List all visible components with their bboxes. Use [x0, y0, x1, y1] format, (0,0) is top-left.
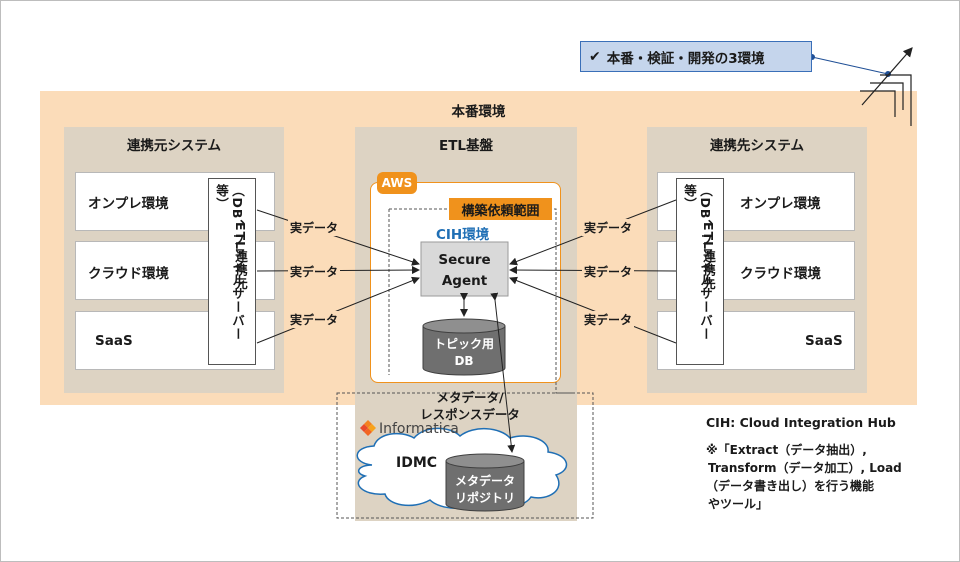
arrow-source-onprem [256, 209, 420, 266]
target-saas-label: SaaS [805, 333, 843, 349]
cih-environment-label: CIH環境 [436, 227, 490, 243]
target-etl-label: ETL連携先 [701, 222, 716, 291]
metadata-label-line1: メタデータ/ [436, 389, 504, 405]
environment-stack-corners [860, 47, 913, 126]
target-system-title: 連携先システム [709, 138, 805, 154]
metadata-repository-cylinder [445, 453, 525, 512]
note-etl-line4: やツール」 [708, 497, 769, 511]
check-icon: ✔ [589, 48, 601, 65]
build-scope-label: 構築依頼範囲 [449, 198, 552, 220]
data-label-target-3: 実データ [582, 311, 635, 328]
secure-agent-label-line2: Agent [441, 273, 488, 289]
arrow-source-saas [256, 276, 420, 344]
target-etl-box [676, 178, 724, 365]
source-cloud-label: クラウド環境 [88, 266, 169, 282]
aws-badge: AWS [377, 172, 417, 194]
note-etl-line1: ※「Extract（データ抽出）, [706, 443, 867, 457]
callout-connector [811, 56, 889, 75]
note-cih: CIH: Cloud Integration Hub [706, 415, 896, 430]
idmc-label: IDMC [396, 455, 438, 471]
source-etl-sub: （DB、ファイルサーバー等） [214, 184, 245, 341]
topic-db-label-line2: DB [454, 354, 474, 368]
data-label-target-1: 実データ [582, 219, 635, 236]
repository-label-line1: メタデータ [454, 473, 515, 488]
environment-callout: ✔ 本番・検証・開発の3環境 [580, 41, 812, 72]
data-label-source-2: 実データ [288, 263, 341, 280]
note-etl-line3: （データ書き出し）を行う機能 [706, 479, 875, 493]
topic-db-label-line1: トピック用 [433, 336, 494, 351]
scope-dashed-outline [389, 208, 575, 394]
topic-db-cylinder [422, 318, 506, 376]
secure-agent-label-line1: Secure [438, 252, 491, 268]
arrow-target-saas [509, 276, 677, 344]
arrow-agent-repository [490, 292, 516, 453]
informatica-logo-icon [360, 420, 376, 436]
target-cloud-label: クラウド環境 [740, 266, 821, 282]
data-label-source-1: 実データ [288, 219, 341, 236]
source-onprem-label: オンプレ環境 [88, 196, 169, 212]
source-saas-label: SaaS [95, 333, 133, 349]
source-system-title: 連携元システム [126, 138, 222, 154]
secure-agent-box [420, 241, 509, 297]
note-etl-line2: Transform（データ加工）, Load [708, 461, 902, 475]
metadata-label-line2: レスポンスデータ [420, 406, 520, 422]
target-onprem-label: オンプレ環境 [740, 196, 821, 212]
production-title: 本番環境 [451, 104, 506, 120]
repository-label-line2: リポジトリ [454, 490, 515, 505]
etl-platform-title: ETL基盤 [438, 138, 494, 154]
target-etl-sub: （DB、ファイルサーバー等） [682, 184, 713, 341]
source-etl-label: ETL連携元 [233, 222, 248, 291]
informatica-dashed-area [336, 392, 594, 519]
data-label-target-2: 実データ [582, 263, 635, 280]
data-label-source-3: 実データ [288, 311, 341, 328]
callout-text: 本番・検証・開発の3環境 [606, 50, 765, 67]
source-etl-box [208, 178, 256, 365]
informatica-brand: Informatica [379, 421, 459, 437]
